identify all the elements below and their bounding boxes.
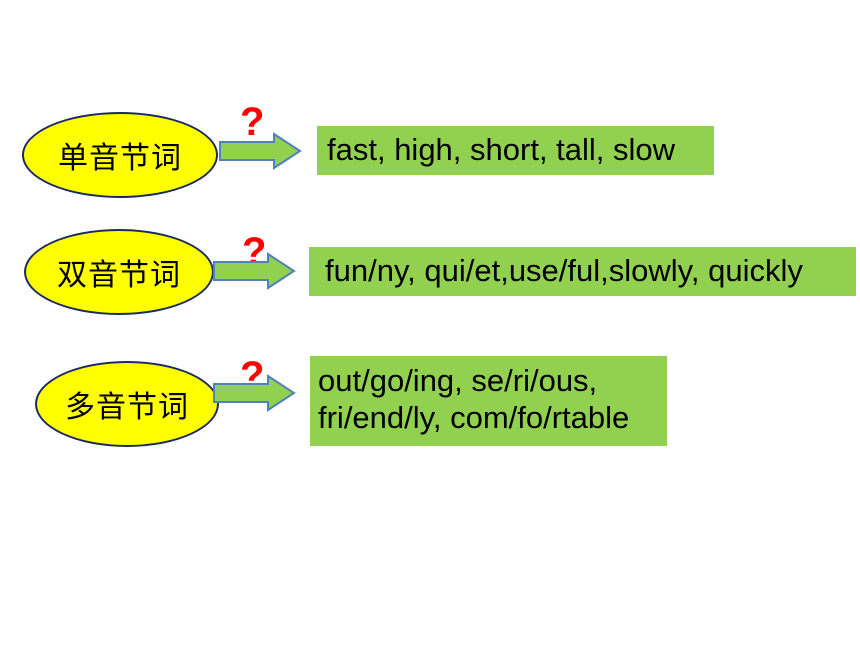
arrow-right-icon: [219, 132, 302, 170]
category-ellipse-monosyllabic: 单音节词: [22, 112, 218, 198]
word-line: fast, high, short, tall, slow: [327, 132, 676, 167]
arrow-right-icon: [213, 374, 296, 412]
word-line: fun/ny, qui/et,use/ful,slowly, quickly: [325, 253, 803, 288]
category-ellipse-polysyllabic: 多音节词: [35, 361, 219, 447]
category-label: 多音节词: [65, 390, 189, 425]
category-label: 双音节词: [57, 258, 181, 293]
category-label: 单音节词: [58, 141, 182, 176]
word-box-polysyllabic: out/go/ing, se/ri/ous, fri/end/ly, com/f…: [310, 356, 667, 446]
arrow-right-icon: [213, 252, 296, 290]
word-line: out/go/ing, se/ri/ous,: [318, 363, 598, 398]
word-box-disyllabic: fun/ny, qui/et,use/ful,slowly, quickly: [309, 247, 856, 296]
question-mark-icon: ?: [240, 100, 265, 144]
category-ellipse-disyllabic: 双音节词: [24, 229, 214, 315]
word-box-monosyllabic: fast, high, short, tall, slow: [317, 126, 714, 175]
word-line: fri/end/ly, com/fo/rtable: [318, 400, 630, 436]
